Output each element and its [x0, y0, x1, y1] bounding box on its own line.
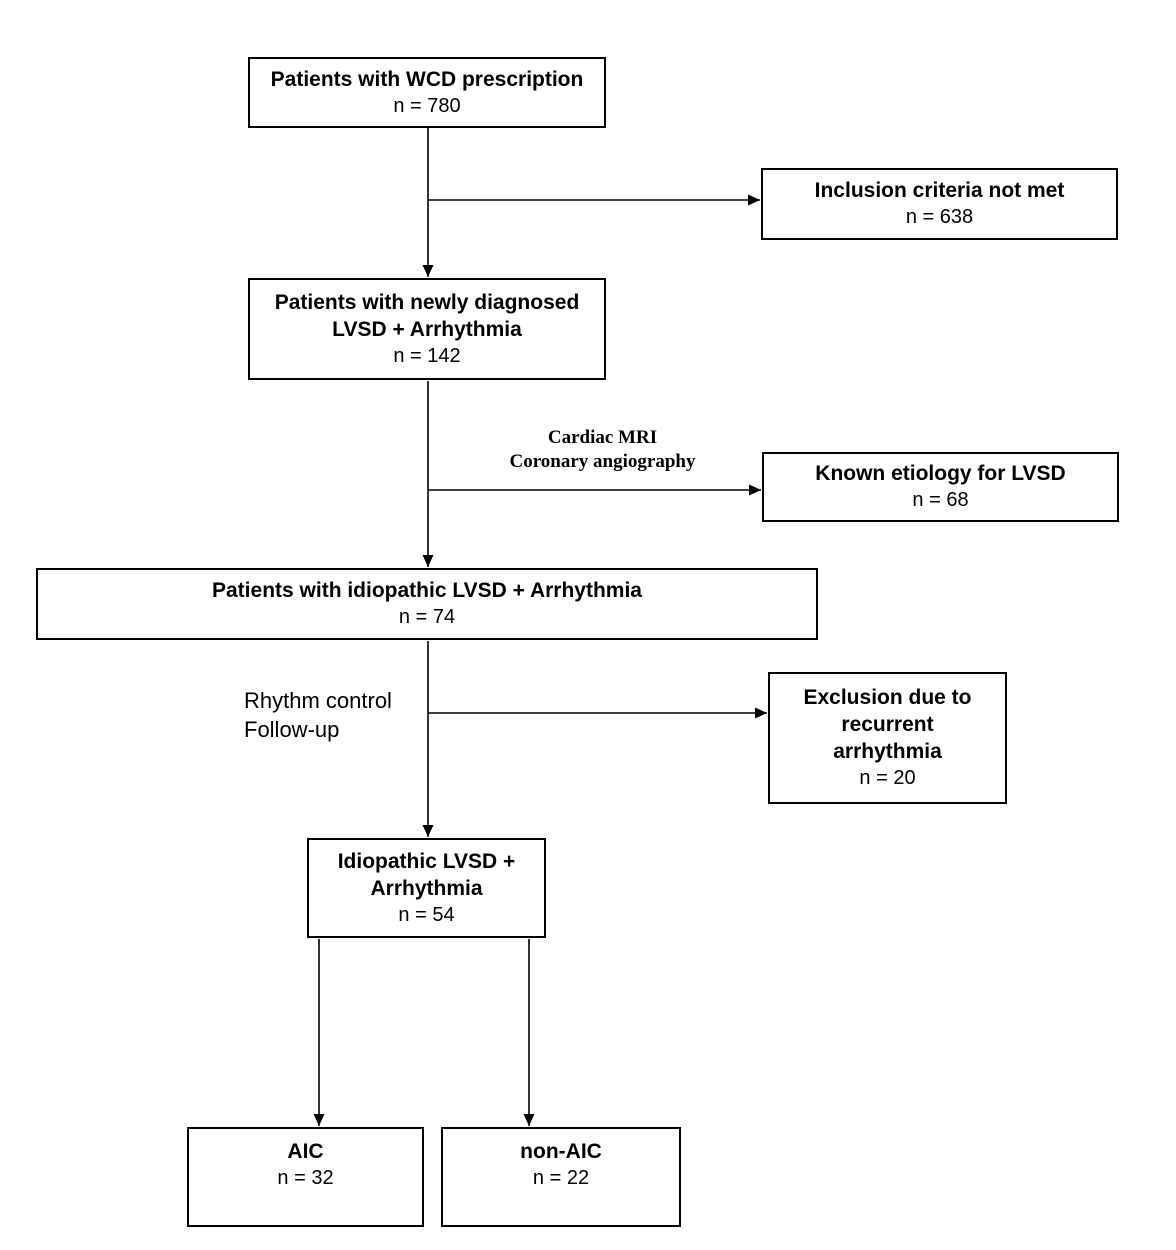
- box-exclusion-count: n = 20: [859, 767, 916, 789]
- edge-label-cardiac-mri-line1: Cardiac MRI: [547, 427, 658, 448]
- box-exclusion-title-line2: recurrent: [841, 713, 934, 736]
- box-newly-count: n = 142: [393, 344, 461, 367]
- box-idiopathic-title: Patients with idiopathic LVSD + Arrhythm…: [212, 579, 642, 602]
- box-aic-title: AIC: [287, 1140, 324, 1163]
- box-newly-diagnosed: Patients with newly diagnosed LVSD + Arr…: [248, 278, 606, 380]
- box-non-aic: non-AIC n = 22: [441, 1127, 681, 1227]
- box-followed-title-line1: Idiopathic LVSD +: [337, 849, 516, 873]
- box-inclusion-title: Inclusion criteria not met: [814, 179, 1065, 202]
- box-inclusion-not-met: Inclusion criteria not met n = 638: [761, 168, 1118, 240]
- box-non-aic-count: n = 22: [532, 1167, 590, 1189]
- box-idiopathic-count: n = 74: [398, 606, 456, 628]
- box-aic: AIC n = 32: [187, 1127, 424, 1227]
- box-exclusion-title-line1: Exclusion due to: [803, 686, 972, 709]
- edge-label-rhythm-control-line1: Rhythm control: [244, 688, 392, 713]
- box-followed-count: n = 54: [398, 903, 455, 926]
- box-idiopathic-lvsd: Patients with idiopathic LVSD + Arrhythm…: [36, 568, 818, 640]
- edge-label-cardiac-mri: Cardiac MRI Coronary angiography: [455, 426, 750, 474]
- edge-label-cardiac-mri-line2: Coronary angiography: [509, 451, 696, 472]
- box-followed-title-line2: Arrhythmia: [370, 876, 483, 900]
- edge-label-rhythm-control: Rhythm control Follow-up: [244, 686, 464, 744]
- box-etiology-title: Known etiology for LVSD: [815, 462, 1066, 485]
- box-newly-title-line1: Patients with newly diagnosed: [274, 290, 580, 314]
- box-exclusion-recurrent: Exclusion due to recurrent arrhythmia n …: [768, 672, 1007, 804]
- box-newly-title-line2: LVSD + Arrhythmia: [332, 317, 522, 341]
- edge-label-rhythm-control-line2: Follow-up: [244, 717, 340, 742]
- box-inclusion-count: n = 638: [905, 206, 974, 228]
- box-exclusion-title-line3: arrhythmia: [833, 740, 942, 763]
- box-idiopathic-followed: Idiopathic LVSD + Arrhythmia n = 54: [307, 838, 546, 938]
- box-aic-count: n = 32: [277, 1167, 334, 1189]
- box-wcd-count: n = 780: [393, 94, 461, 117]
- box-wcd-title: Patients with WCD prescription: [270, 67, 584, 91]
- box-etiology-count: n = 68: [912, 489, 969, 511]
- box-non-aic-title: non-AIC: [520, 1140, 602, 1163]
- box-wcd-prescription: Patients with WCD prescription n = 780: [248, 57, 606, 128]
- box-known-etiology: Known etiology for LVSD n = 68: [762, 452, 1119, 522]
